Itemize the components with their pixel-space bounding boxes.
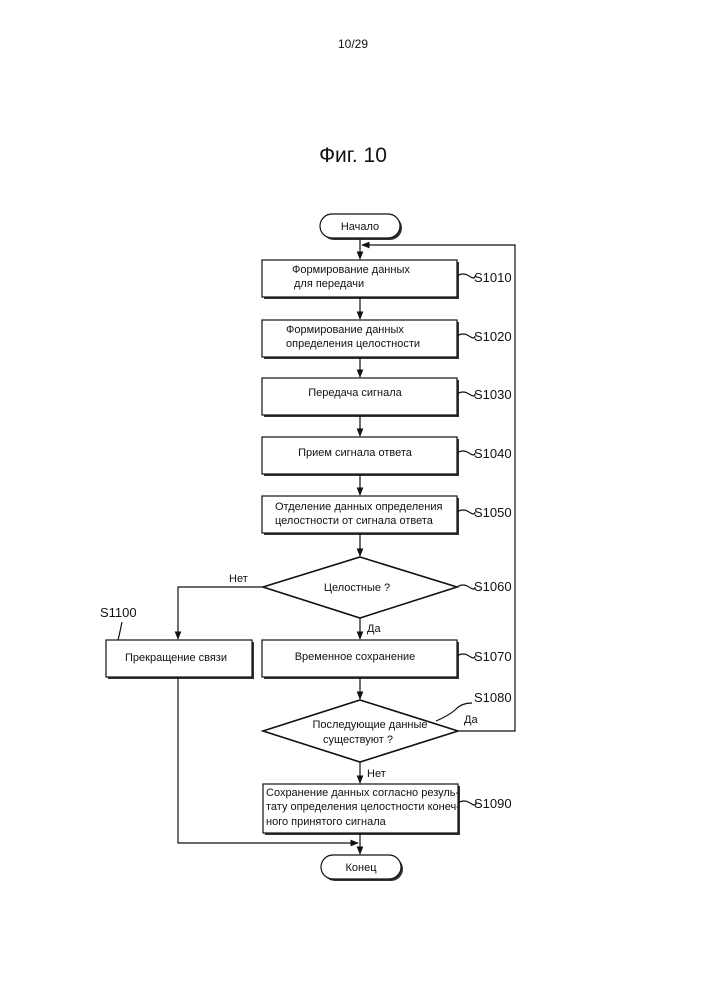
svg-text:определения целостности: определения целостности — [286, 338, 420, 350]
svg-text:Целостные ?: Целостные ? — [324, 582, 390, 594]
figure-title: Фиг. 10 — [319, 144, 387, 167]
step-s1100: Прекращение связи — [106, 640, 254, 679]
svg-text:Прием сигнала ответа: Прием сигнала ответа — [298, 447, 413, 459]
svg-text:Прекращение связи: Прекращение связи — [125, 652, 227, 664]
start-terminal: Начало — [320, 214, 402, 240]
branch-label-no: Нет — [367, 768, 386, 780]
step-s1020: Формирование данных определения целостно… — [262, 320, 459, 359]
decision-s1080: Последующие данные существуют ? — [263, 700, 458, 762]
svg-text:тату определения целостности к: тату определения целостности конеч- — [266, 801, 460, 813]
step-s1040: Прием сигнала ответа — [262, 437, 459, 476]
step-id: S1090 — [474, 796, 512, 811]
svg-text:Последующие данные: Последующие данные — [312, 719, 427, 731]
step-id: S1060 — [474, 579, 512, 594]
svg-text:Начало: Начало — [341, 221, 379, 233]
svg-text:для передачи: для передачи — [294, 278, 364, 290]
step-s1030: Передача сигнала — [262, 378, 459, 417]
svg-text:ного принятого сигнала: ного принятого сигнала — [266, 816, 387, 828]
step-s1010: Формирование данных для передачи — [262, 260, 459, 299]
branch-label-yes: Да — [464, 714, 478, 726]
svg-text:Формирование данных: Формирование данных — [292, 264, 410, 276]
end-terminal: Конец — [321, 855, 403, 881]
step-s1050: Отделение данных определения целостности… — [262, 496, 459, 535]
svg-text:существуют ?: существуют ? — [323, 734, 393, 746]
svg-text:Временное сохранение: Временное сохранение — [295, 651, 416, 663]
step-id: S1020 — [474, 329, 512, 344]
step-id: S1010 — [474, 270, 512, 285]
page-number: 10/29 — [338, 37, 368, 51]
svg-text:Формирование данных: Формирование данных — [286, 324, 404, 336]
svg-text:Сохранение данных согласно рез: Сохранение данных согласно резуль- — [266, 787, 460, 799]
branch-label-yes: Да — [367, 623, 381, 635]
svg-text:Отделение данных определения: Отделение данных определения — [275, 501, 442, 513]
step-id: S1030 — [474, 387, 512, 402]
step-id: S1100 — [100, 605, 137, 620]
step-id: S1040 — [474, 446, 512, 461]
step-id: S1070 — [474, 649, 512, 664]
branch-label-no: Нет — [229, 573, 248, 585]
svg-text:целостности от сигнала ответа: целостности от сигнала ответа — [275, 515, 434, 527]
step-id: S1080 — [474, 690, 512, 705]
svg-text:Конец: Конец — [345, 862, 377, 874]
step-s1090: Сохранение данных согласно резуль- тату … — [263, 784, 460, 835]
step-s1070: Временное сохранение — [262, 640, 459, 679]
step-id: S1050 — [474, 505, 512, 520]
svg-text:Передача сигнала: Передача сигнала — [308, 387, 402, 399]
decision-s1060: Целостные ? — [263, 557, 457, 618]
